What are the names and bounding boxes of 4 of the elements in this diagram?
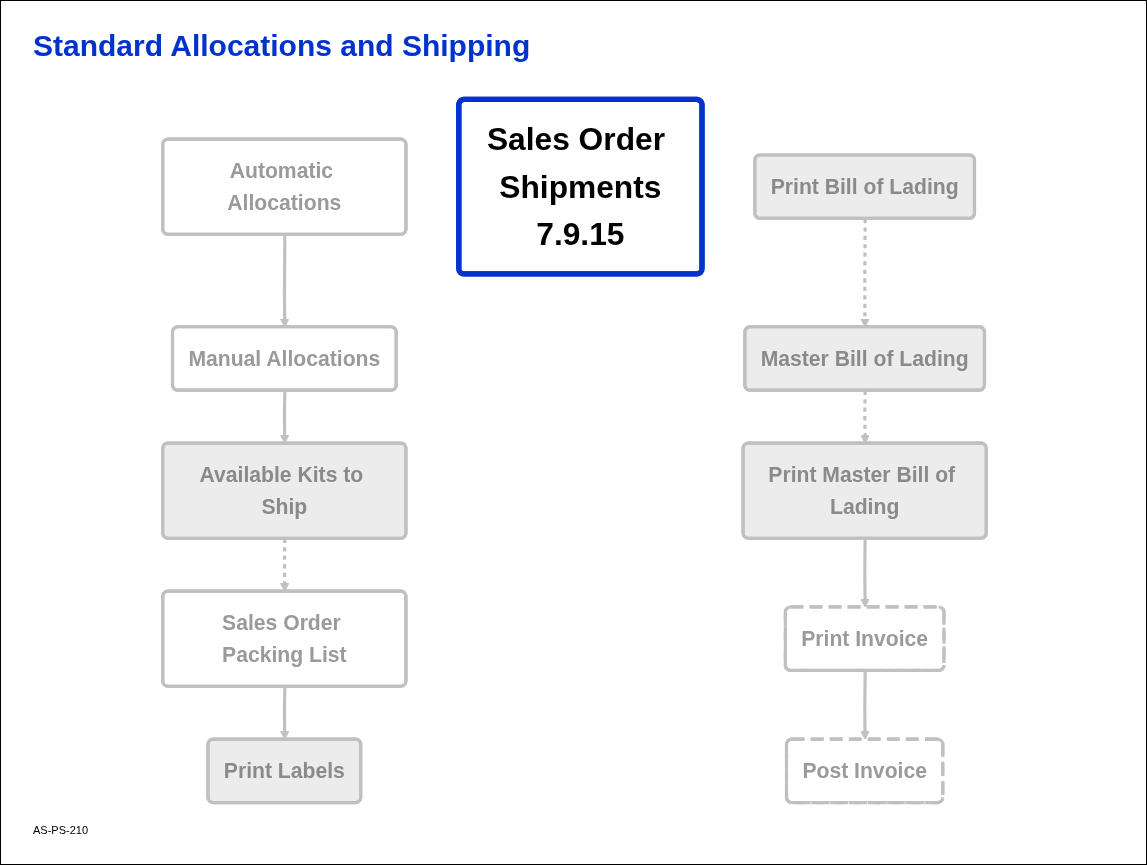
document-code: AS-PS-210: [33, 824, 89, 836]
slide-title: Standard Allocations and Shipping: [33, 29, 531, 63]
arrow: [860, 390, 870, 444]
arrow: [280, 390, 290, 444]
